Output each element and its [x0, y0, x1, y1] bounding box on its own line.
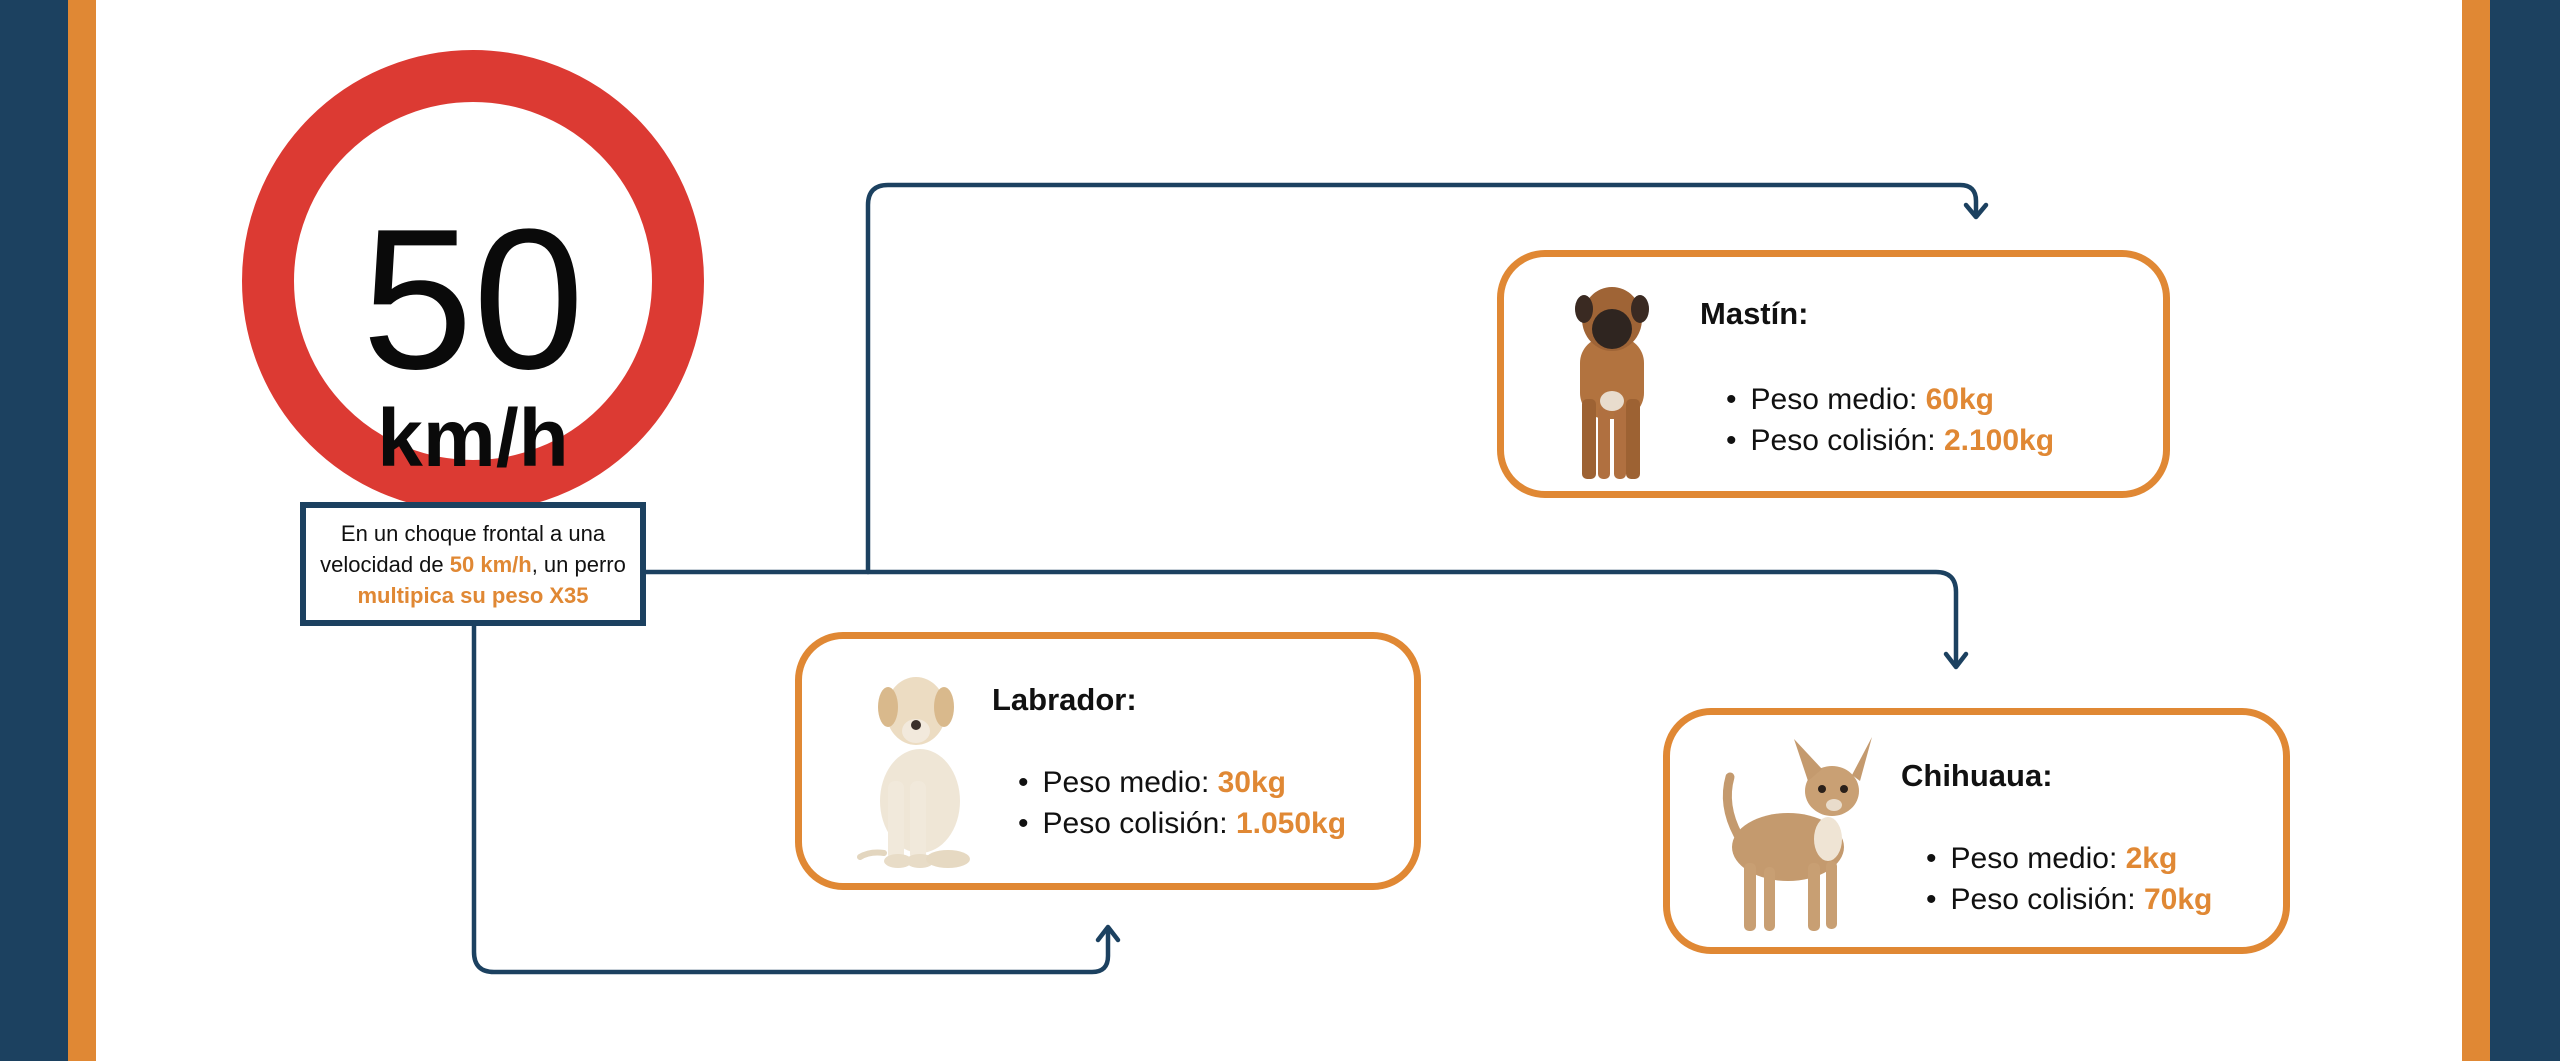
crash-weight-label: Peso colisión:: [1750, 424, 1944, 457]
crash-weight-item: Peso colisión: 70kg: [1926, 879, 2213, 920]
collision-note-text: En un choque frontal a una velocidad de …: [316, 518, 630, 611]
crash-weight-value: 70kg: [2143, 883, 2213, 916]
chihuahua-dog-photo: [1722, 737, 1872, 931]
crash-weight-label: Peso colisión:: [1042, 807, 1236, 840]
labrador-dog-photo: [857, 677, 970, 868]
left-navy-border: [0, 0, 68, 1061]
dog-stats-list: Peso medio: 30kg Peso colisión: 1.050kg: [1018, 762, 1347, 844]
collision-note: En un choque frontal a una velocidad de …: [300, 502, 646, 626]
avg-weight-value: 30kg: [1217, 766, 1286, 799]
note-text-2: , un perro: [531, 551, 626, 577]
dog-card-labrador: Labrador: Peso medio: 30kg Peso colisión…: [795, 632, 1421, 890]
right-navy-border: [2490, 0, 2560, 1061]
arrow-to-chihuahua: [865, 569, 1959, 667]
dog-card-chihuahua: Chihuaua: Peso medio: 2kg Peso colisión:…: [1663, 708, 2290, 954]
dog-stats-list: Peso medio: 60kg Peso colisión: 2.100kg: [1726, 379, 2055, 461]
crash-weight-label: Peso colisión:: [1950, 883, 2144, 916]
avg-weight-value: 2kg: [2125, 842, 2178, 875]
dog-card-mastin: Mastín: Peso medio: 60kg Peso colisión: …: [1497, 250, 2170, 498]
avg-weight-label: Peso medio:: [1950, 842, 2126, 875]
dog-name: Chihuaua:: [1901, 758, 2053, 793]
speed-unit: km/h: [377, 393, 569, 484]
arrow-head-labrador: [1095, 924, 1121, 943]
avg-weight-label: Peso medio:: [1042, 766, 1218, 799]
crash-weight-item: Peso colisión: 2.100kg: [1726, 420, 2055, 461]
note-speed: 50 km/h: [449, 551, 532, 577]
crash-weight-value: 2.100kg: [1943, 424, 2055, 457]
note-emphasis: multipica su peso X35: [357, 582, 589, 608]
avg-weight-label: Peso medio:: [1750, 383, 1926, 416]
avg-weight-item: Peso medio: 60kg: [1726, 379, 2054, 420]
dog-name: Labrador:: [992, 682, 1137, 717]
avg-weight-item: Peso medio: 2kg: [1926, 838, 2212, 879]
speed-number: 50: [361, 188, 585, 411]
avg-weight-value: 60kg: [1925, 383, 1994, 416]
avg-weight-item: Peso medio: 30kg: [1018, 762, 1346, 803]
right-orange-border: [2462, 0, 2490, 1061]
note-text-1: En un choque frontal a una velocidad de: [320, 520, 606, 577]
arrow-head-chihuahua: [1943, 651, 1969, 670]
dog-name: Mastín:: [1700, 296, 1809, 331]
dog-stats-list: Peso medio: 2kg Peso colisión: 70kg: [1926, 838, 2213, 920]
speed-limit-sign: 50 km/h: [242, 50, 704, 512]
left-orange-border: [68, 0, 96, 1061]
crash-weight-item: Peso colisión: 1.050kg: [1018, 803, 1347, 844]
arrow-to-mastin: [643, 182, 1979, 575]
arrow-head-mastin: [1963, 202, 1989, 220]
arrow-to-labrador: [471, 623, 1111, 975]
crash-weight-value: 1.050kg: [1235, 807, 1347, 840]
mastiff-dog-photo: [1575, 287, 1649, 479]
